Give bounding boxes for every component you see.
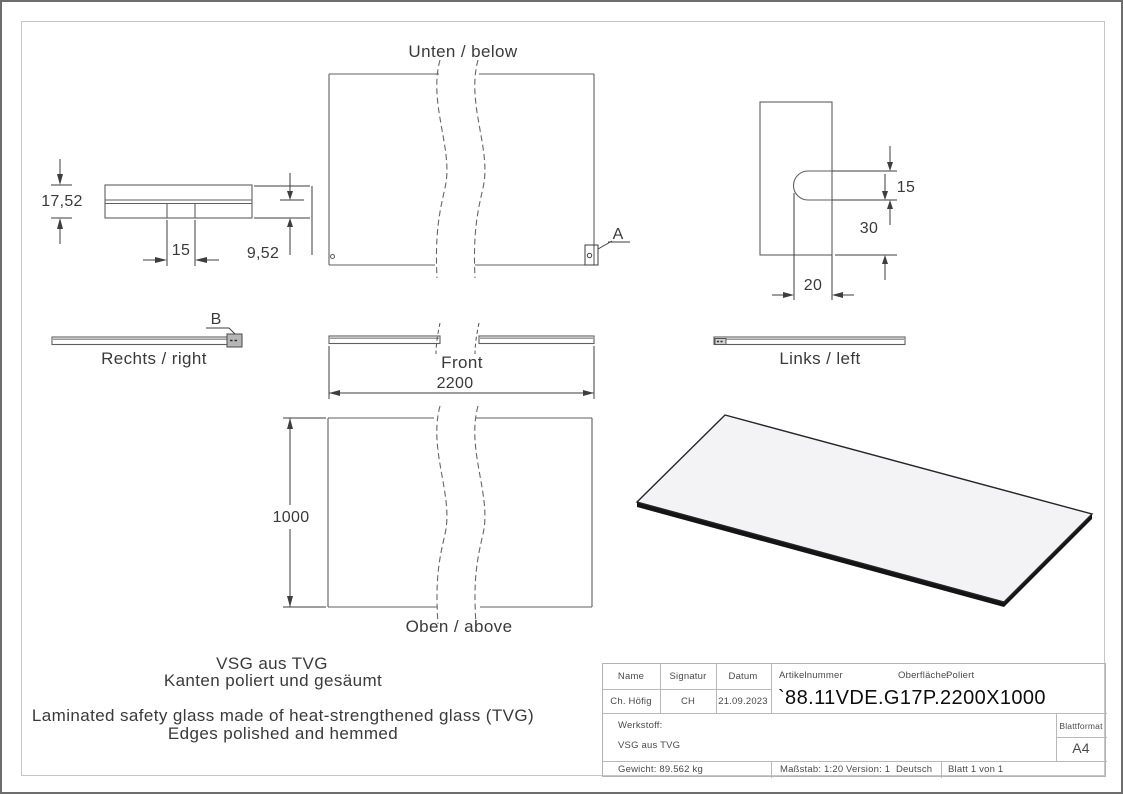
links-view-label: Links / left xyxy=(779,349,860,368)
oberflaeche-value: Poliert xyxy=(946,670,975,681)
grid-line xyxy=(1056,737,1107,738)
notes: VSG aus TVG Kanten poliert und gesäumt L… xyxy=(32,654,534,743)
datum-value: 21.09.2023 xyxy=(718,696,768,707)
detail-b-label: B xyxy=(211,311,222,328)
dim-17-52: 17,52 xyxy=(41,193,83,210)
note-en-material: Laminated safety glass made of heat-stre… xyxy=(32,706,534,725)
oben-view-label: Oben / above xyxy=(406,617,513,636)
grid-line xyxy=(771,664,772,713)
gewicht-value: Gewicht: 89.562 kg xyxy=(618,764,703,775)
grid-line xyxy=(660,664,661,713)
dim-slot-20: 20 xyxy=(804,277,822,294)
front-view: Front 2200 xyxy=(328,322,595,399)
dimension-lower-thickness: 9,52 xyxy=(247,173,313,262)
name-value: Ch. Höfig xyxy=(610,696,652,707)
break-line xyxy=(474,405,486,625)
artikelnummer-value: `88.11VDE.G17P.2200X1000 xyxy=(778,687,1046,709)
dimension-slot-offset: 30 xyxy=(860,174,888,280)
rechts-view: B Rechts / right xyxy=(51,311,243,368)
detail-b-callout: B xyxy=(206,311,243,348)
dimension-panel-height: 1000 xyxy=(273,417,326,608)
break-line xyxy=(474,322,480,355)
title-block: Name Signatur Datum Artikelnummer Oberfl… xyxy=(602,663,1107,778)
glass-panel-face xyxy=(635,414,1094,603)
links-view: Links / left xyxy=(713,336,906,368)
detail-a-label: A xyxy=(613,226,624,243)
werkstoff-value: VSG aus TVG xyxy=(618,740,681,751)
signatur-value: CH xyxy=(680,696,696,707)
grid-line xyxy=(603,761,1107,762)
dimension-panel-width: 2200 xyxy=(328,346,595,399)
werkstoff-label: Werkstoff: xyxy=(618,720,663,731)
dimension-notch-width: 15 xyxy=(143,220,219,266)
signatur-header: Signatur xyxy=(669,671,707,682)
version-value: Version: 1 xyxy=(846,764,891,775)
note-en-edges: Edges polished and hemmed xyxy=(168,724,398,743)
dimension-slot-depth: 20 xyxy=(772,277,854,298)
front-view-label: Front xyxy=(441,353,483,372)
dimension-slot-height: 15 xyxy=(887,146,915,225)
dim-slot-15: 15 xyxy=(897,179,915,196)
blatt-value: Blatt 1 von 1 xyxy=(948,764,1004,775)
grid-line xyxy=(603,689,771,690)
grid-line xyxy=(941,761,942,778)
dimension-total-thickness: 17,52 xyxy=(41,159,83,244)
artikelnummer-header: Artikelnummer xyxy=(779,670,843,681)
grid-line xyxy=(716,664,717,713)
oben-view: 1000 Oben / above xyxy=(273,405,593,636)
unten-view-label: Unten / below xyxy=(408,42,517,61)
rechts-view-label: Rechts / right xyxy=(101,349,207,368)
datum-header: Datum xyxy=(728,671,758,682)
grid-line xyxy=(603,713,1107,714)
isometric-view xyxy=(635,414,1094,607)
blattformat-label: Blattformat xyxy=(1059,721,1103,731)
break-line xyxy=(435,322,441,355)
sheet-frame xyxy=(21,21,1105,776)
dim-2200: 2200 xyxy=(437,375,474,392)
oberflaeche-label: Oberfläche: xyxy=(898,670,950,681)
section-view: 17,52 15 9,52 xyxy=(41,159,313,266)
break-line xyxy=(473,59,486,279)
detail-a-callout: A xyxy=(584,226,630,266)
dim-1000: 1000 xyxy=(273,509,310,526)
unten-view: Unten / below A xyxy=(328,42,630,279)
dim-slot-30: 30 xyxy=(860,220,878,237)
sprache-value: Deutsch xyxy=(896,764,933,775)
massstab-value: Maßstab: 1:20 xyxy=(780,764,844,775)
note-de-material: VSG aus TVG xyxy=(216,654,328,673)
break-line xyxy=(436,405,448,625)
blattformat-value: A4 xyxy=(1072,740,1090,756)
note-de-edges: Kanten poliert und gesäumt xyxy=(164,671,382,690)
dim-15-section: 15 xyxy=(172,242,190,259)
name-header: Name xyxy=(617,671,645,682)
break-line xyxy=(435,59,448,279)
slot-detail-view: 15 30 20 xyxy=(759,101,915,300)
grid-line xyxy=(771,761,772,778)
dim-9-52: 9,52 xyxy=(247,245,279,262)
